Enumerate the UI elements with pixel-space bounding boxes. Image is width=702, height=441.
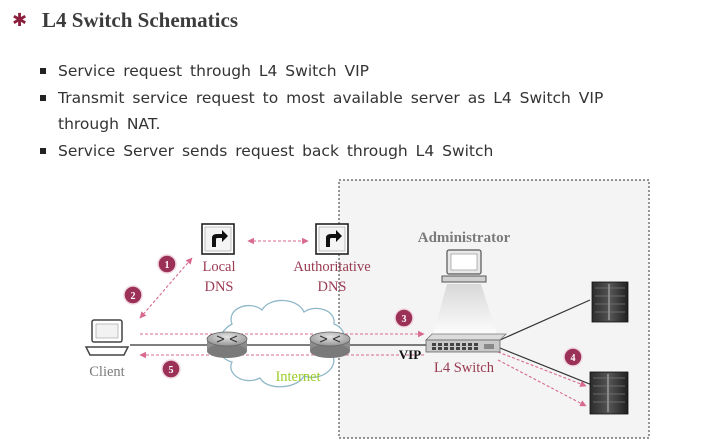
administrator-computer-icon	[432, 249, 498, 338]
bullet-text: Service Server sends request back throug…	[58, 141, 494, 160]
svg-text:1: 1	[165, 260, 170, 271]
vip-label: VIP	[399, 347, 421, 362]
flow-arrow-1	[139, 257, 193, 319]
authoritative-dns-label-line2: DNS	[317, 279, 346, 295]
local-dns-icon	[201, 223, 235, 255]
step-badge-4: 4	[563, 347, 583, 367]
client-label: Client	[89, 364, 124, 380]
internet-label: Internet	[275, 369, 320, 385]
client-laptop-icon	[84, 319, 130, 356]
svg-text:2: 2	[131, 291, 136, 302]
router-left-icon	[206, 331, 248, 358]
router-right-icon	[309, 331, 351, 358]
step-badge-1: 1	[157, 254, 177, 274]
server-rack-bottom-icon	[589, 371, 629, 415]
bullet-text: Transmit service request to most availab…	[58, 88, 604, 134]
step-badge-3: 3	[394, 308, 414, 328]
l4-switch-icon	[425, 333, 507, 353]
asterisk-icon: ✱	[12, 9, 28, 31]
local-dns-label-line1: Local	[202, 259, 235, 275]
server-rack-top-icon	[591, 281, 629, 323]
authoritative-dns-icon	[315, 223, 349, 255]
bullet-list: Service request through L4 Switch VIP Tr…	[38, 58, 658, 164]
slide-title: ✱ L4 Switch Schematics	[12, 6, 238, 34]
local-dns-label-line2: DNS	[204, 279, 233, 295]
flow-arrow-4b	[497, 359, 587, 407]
square-bullet-icon	[40, 147, 46, 154]
svg-text:3: 3	[402, 314, 407, 325]
authoritative-dns-label-line1: Authoritative	[293, 259, 370, 275]
server-link-upper	[499, 299, 591, 341]
bullet-item: Service Server sends request back throug…	[38, 138, 658, 165]
administrator-label: Administrator	[418, 230, 511, 246]
square-bullet-icon	[40, 68, 46, 74]
square-bullet-icon	[40, 94, 46, 101]
l4-switch-label: L4 Switch	[434, 360, 495, 376]
bullet-item: Transmit service request to most availab…	[38, 85, 658, 138]
page-title: L4 Switch Schematics	[42, 7, 238, 32]
bullet-item: Service request through L4 Switch VIP	[38, 58, 658, 85]
svg-text:4: 4	[571, 353, 576, 364]
svg-text:5: 5	[169, 365, 174, 376]
step-badge-5: 5	[161, 359, 181, 379]
bullet-text: Service request through L4 Switch VIP	[58, 62, 370, 80]
server-link-lower	[499, 347, 593, 386]
step-badge-2: 2	[123, 285, 143, 305]
flow-arrow-4a	[497, 351, 587, 387]
